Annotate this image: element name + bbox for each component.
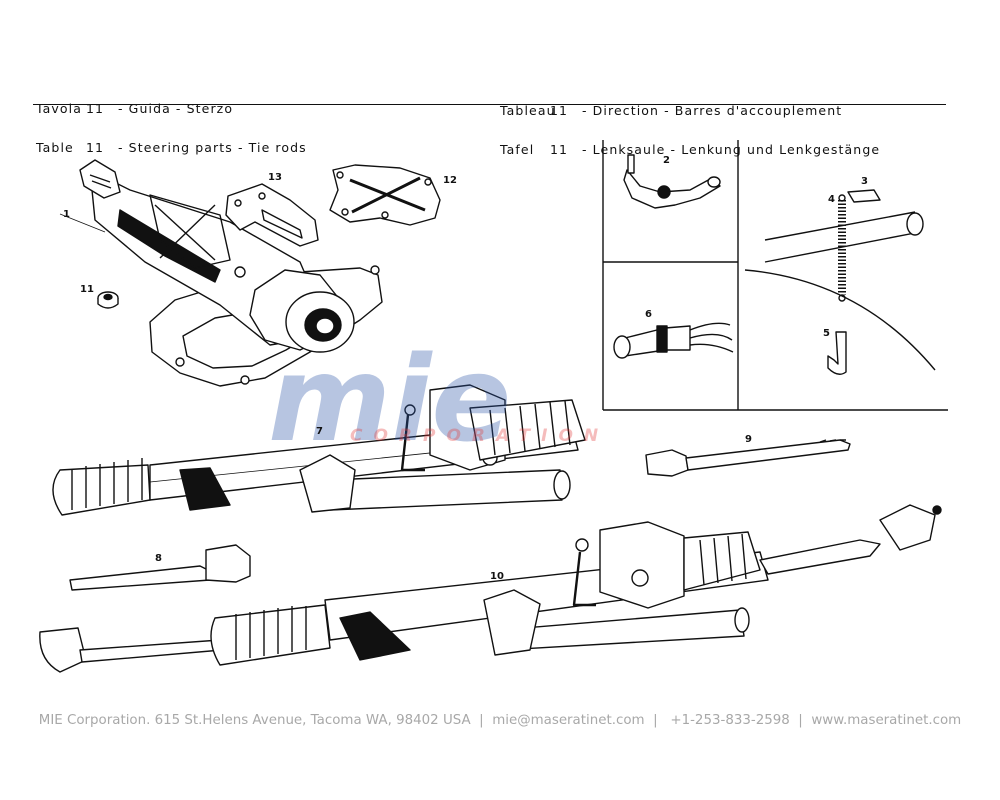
callout-4: 4	[828, 194, 835, 205]
cross-plate-part-12	[329, 164, 441, 226]
header-right-line-2: Tafel 11 - Lenksaule - Lenkung und Lenkges…	[500, 143, 880, 156]
callout-2: 2	[663, 155, 670, 166]
header-lang: Table	[36, 140, 74, 155]
callout-12: 12	[443, 175, 457, 186]
tie-rod-part-9	[645, 439, 851, 477]
bushing-part-11	[97, 291, 119, 309]
header-num: 11	[550, 142, 569, 157]
callout-8: 8	[155, 553, 162, 564]
callout-7: 7	[316, 426, 323, 437]
steering-box-part-1	[59, 159, 383, 387]
callouts: 1 13 12 11 2 3 4 6 5 7 9 8 10	[63, 155, 868, 582]
callout-3: 3	[861, 176, 868, 187]
header-title: - Lenksaule - Lenkung und Lenkgestänge	[582, 142, 881, 157]
header-right: Tableau11- Direction - Barres d'accouple…	[500, 78, 880, 169]
callout-13: 13	[268, 172, 282, 183]
hook-part-5	[827, 331, 847, 375]
bracket-part-13	[225, 183, 319, 247]
callout-9: 9	[745, 434, 752, 445]
callout-5: 5	[823, 328, 830, 339]
header-left-line-2: Table 11 - Steering parts - Tie rods	[36, 141, 307, 154]
mie-watermark: mie CORPORATION	[268, 330, 609, 468]
pedal-shaft	[744, 211, 936, 371]
header-title: - Direction - Barres d'accouplement	[582, 103, 843, 118]
header-right-line-1: Tableau11 - Direction - Barres d'accouple…	[500, 104, 880, 117]
callout-10: 10	[490, 571, 504, 582]
arm-part-2	[623, 154, 721, 209]
callout-1: 1	[63, 209, 70, 220]
footer-contact: MIE Corporation. 615 St.Helens Avenue, T…	[38, 713, 962, 728]
header-rule	[33, 104, 946, 106]
header-num: 11	[86, 140, 105, 155]
header-lang: Tafel	[500, 142, 535, 157]
header-num: 11	[550, 103, 569, 118]
header-title: - Steering parts - Tie rods	[118, 140, 307, 155]
tie-rod-part-8	[69, 544, 251, 591]
header-lang: Tableau	[500, 103, 556, 118]
clip-part-3	[847, 189, 881, 203]
inset-frame	[602, 140, 948, 411]
cable-part-6	[613, 322, 734, 359]
rack-assembly-part-10	[39, 504, 942, 673]
callout-6: 6	[645, 309, 652, 320]
watermark-sub: CORPORATION	[350, 426, 609, 446]
rack-assembly-part-7	[52, 384, 586, 516]
watermark-word: mie	[268, 330, 511, 468]
callout-11: 11	[80, 284, 94, 295]
